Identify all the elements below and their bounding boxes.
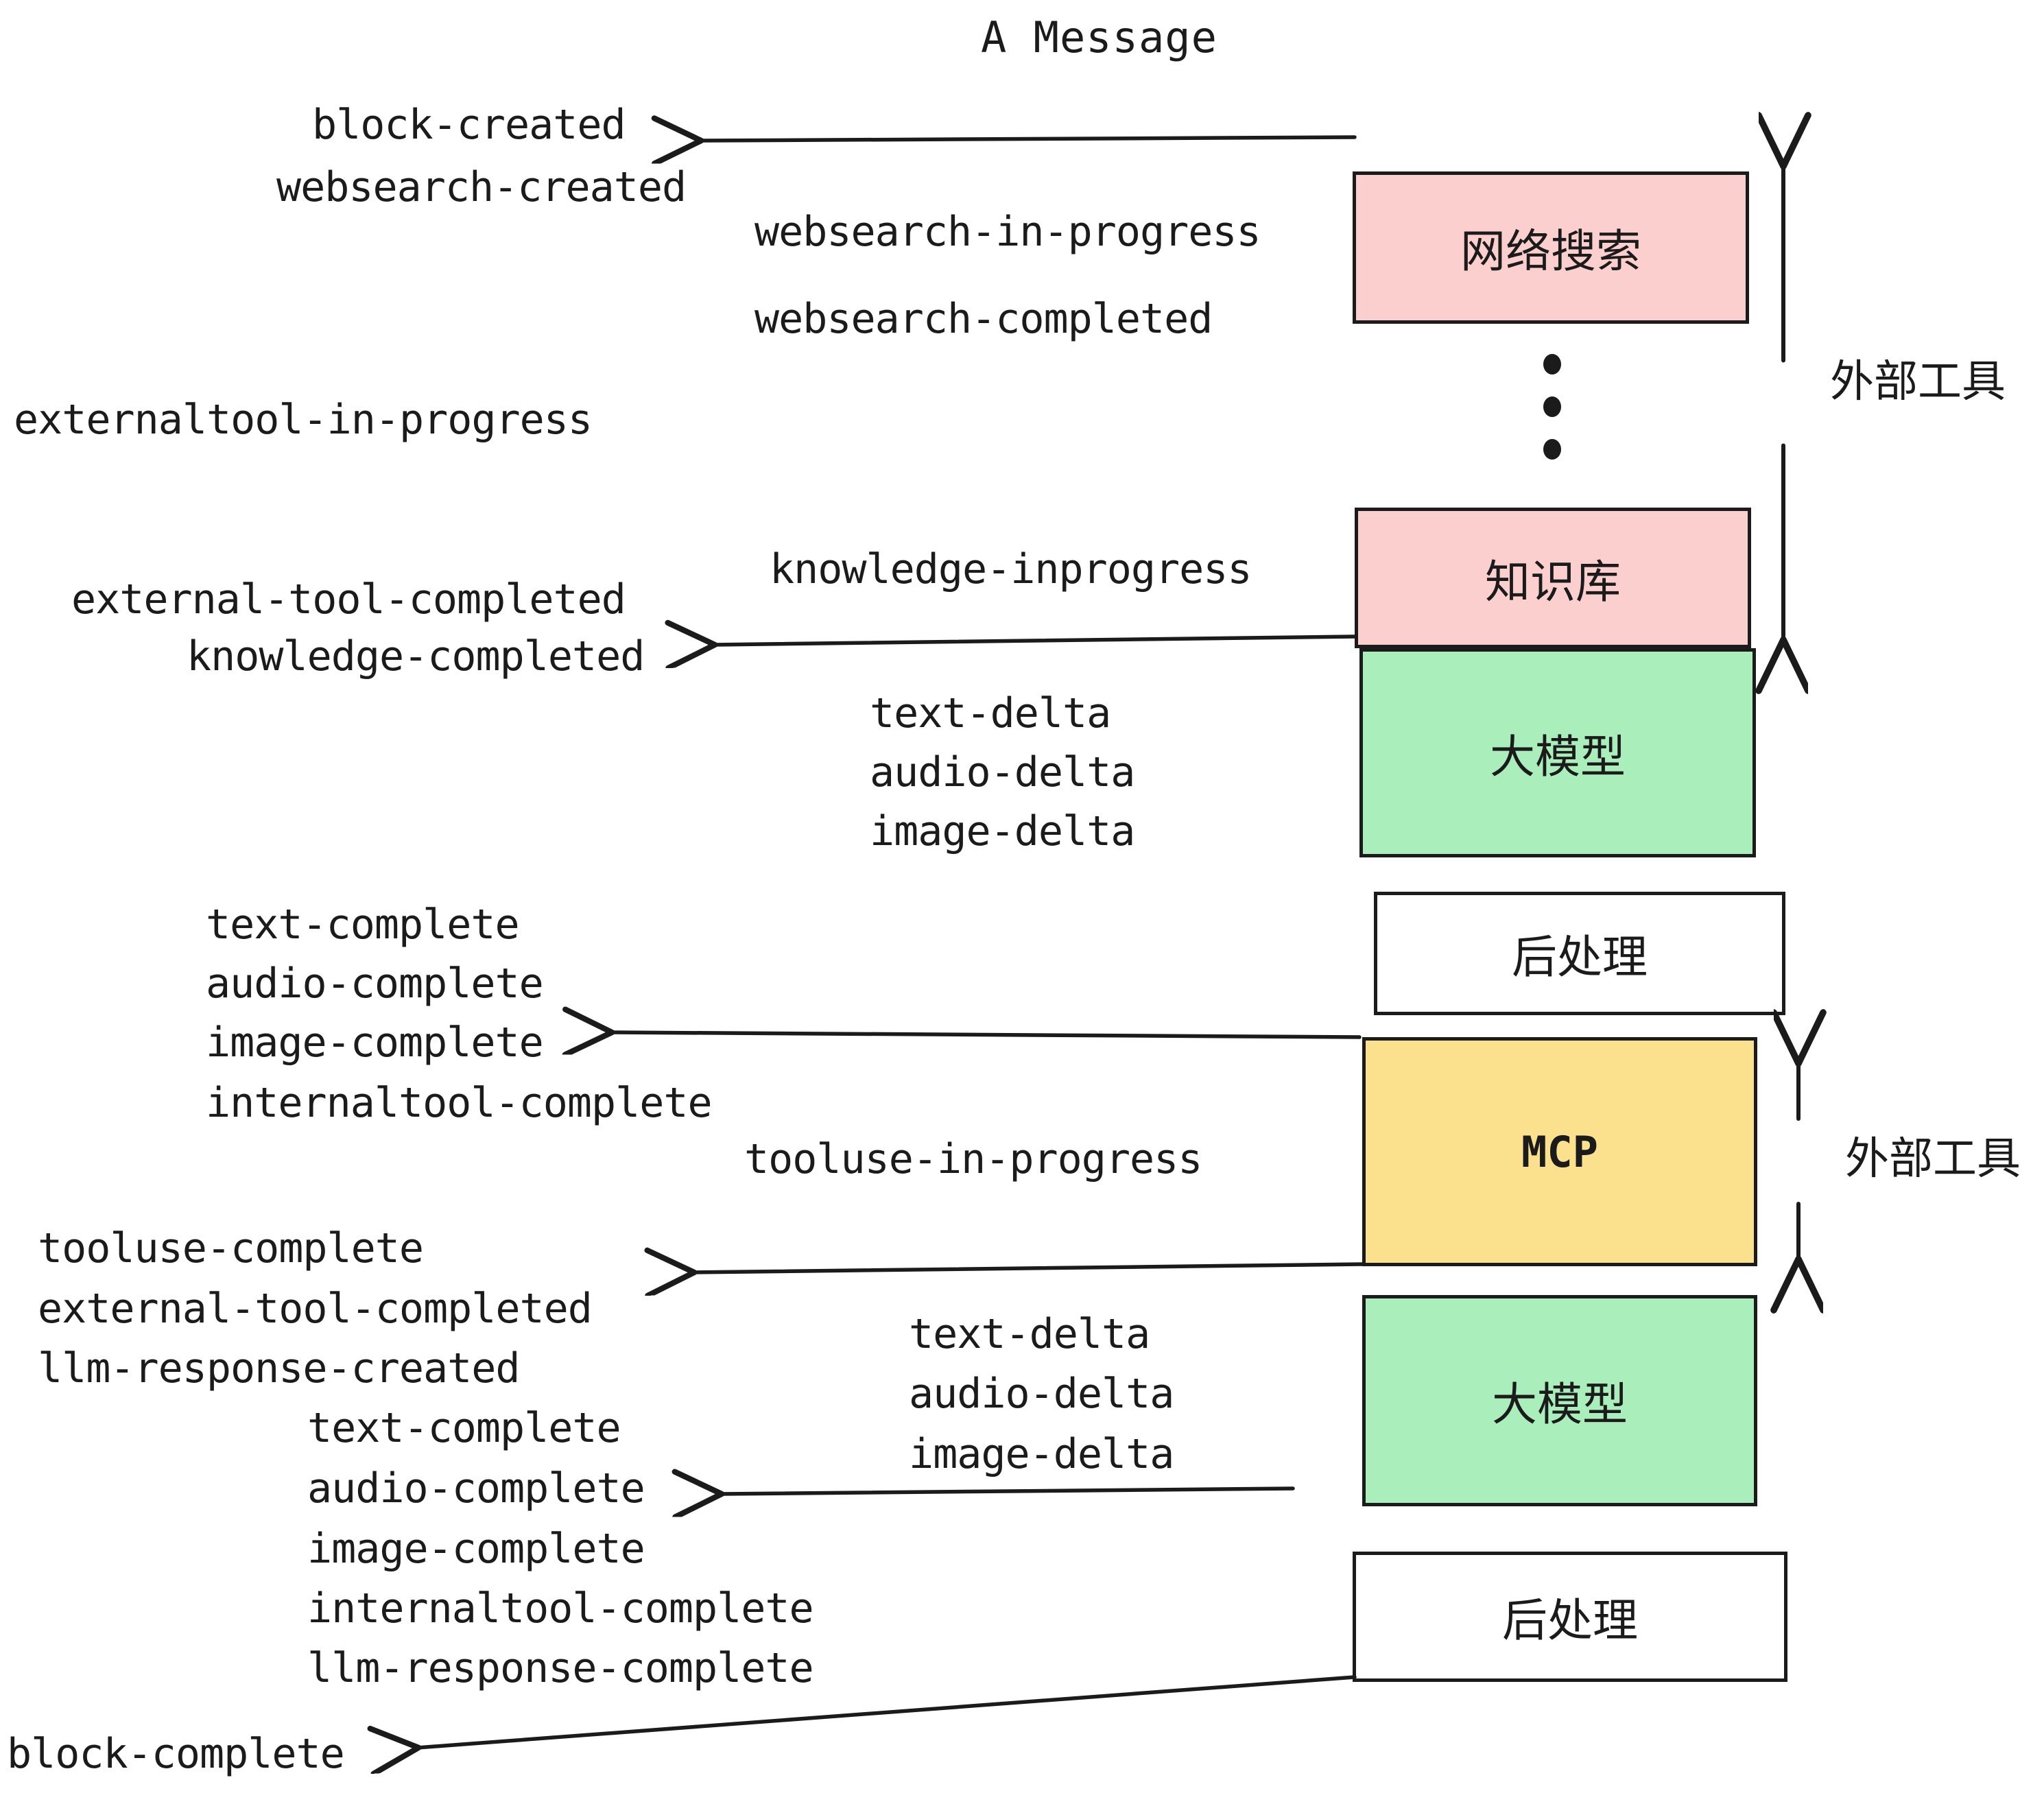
node-llm-first-label: 大模型	[1490, 730, 1626, 783]
event-label-external-tool-completed-1: external-tool-completed	[71, 575, 626, 624]
event-label-text-delta-2: text-delta	[909, 1310, 1150, 1358]
node-llm-second[interactable]: 大模型	[1362, 1295, 1757, 1506]
external-tools-label-top: 外部工具	[1830, 357, 2006, 407]
arrow-llm2-to-audio	[720, 1488, 1295, 1494]
node-postprocess-first-label: 后处理	[1512, 931, 1648, 984]
diagram-title: A Message	[981, 12, 1217, 62]
external-tools-label-bottom: 外部工具	[1845, 1134, 2021, 1185]
event-label-internaltool-complete-1: internaltool-complete	[206, 1079, 713, 1127]
event-label-websearch-in-progress: websearch-in-progress	[754, 208, 1261, 256]
event-label-knowledge-inprogress: knowledge-inprogress	[770, 545, 1252, 593]
event-label-tooluse-complete: tooluse-complete	[38, 1224, 424, 1272]
event-label-block-complete: block-complete	[7, 1730, 345, 1778]
ellipsis-dot	[1543, 396, 1561, 417]
event-label-audio-complete-2: audio-complete	[307, 1464, 645, 1512]
event-label-image-delta-2: image-delta	[909, 1430, 1174, 1478]
node-knowledge-base[interactable]: 知识库	[1355, 508, 1751, 648]
arrow-mcp-to-tooluse	[693, 1264, 1364, 1272]
event-label-audio-delta-1: audio-delta	[870, 748, 1135, 796]
event-label-text-complete-2: text-complete	[307, 1404, 621, 1452]
node-postprocess-second[interactable]: 后处理	[1353, 1552, 1787, 1682]
event-label-block-created: block-created	[312, 101, 626, 149]
node-postprocess-second-label: 后处理	[1502, 1594, 1638, 1647]
event-label-audio-complete-1: audio-complete	[206, 960, 544, 1008]
node-websearch[interactable]: 网络搜索	[1353, 171, 1749, 324]
ellipsis-dot	[1543, 439, 1561, 460]
event-label-image-complete-2: image-complete	[307, 1525, 645, 1573]
event-label-audio-delta-2: audio-delta	[909, 1370, 1174, 1418]
ellipsis-dot	[1543, 354, 1561, 375]
event-label-llm-response-complete: llm-response-complete	[307, 1644, 814, 1692]
event-label-external-tool-completed-2: external-tool-completed	[38, 1285, 593, 1333]
arrow-llm1-to-image	[610, 1032, 1362, 1037]
event-label-llm-response-created: llm-response-created	[38, 1344, 520, 1392]
event-label-websearch-completed: websearch-completed	[754, 295, 1213, 343]
event-label-knowledge-completed: knowledge-completed	[187, 632, 645, 680]
node-knowledge-base-label: 知识库	[1485, 555, 1621, 608]
event-label-image-delta-1: image-delta	[870, 807, 1135, 855]
node-llm-second-label: 大模型	[1492, 1378, 1628, 1431]
event-label-text-complete-1: text-complete	[206, 901, 520, 949]
event-label-image-complete-1: image-complete	[206, 1019, 544, 1067]
node-postprocess-first[interactable]: 后处理	[1374, 892, 1785, 1015]
arrow-knowledge-to-left	[713, 637, 1357, 645]
arrow-websearch-to-block	[700, 137, 1357, 141]
event-label-internaltool-complete-2: internaltool-complete	[307, 1585, 814, 1633]
event-label-websearch-created: websearch-created	[276, 163, 687, 211]
node-websearch-label: 网络搜索	[1460, 225, 1641, 278]
node-llm-first[interactable]: 大模型	[1359, 648, 1756, 857]
node-mcp[interactable]: MCP	[1362, 1037, 1757, 1266]
node-mcp-label: MCP	[1521, 1126, 1598, 1177]
event-label-externaltool-in-progress: externaltool-in-progress	[14, 396, 593, 444]
event-label-tooluse-in-progress: tooluse-in-progress	[744, 1135, 1202, 1183]
event-label-text-delta-1: text-delta	[870, 689, 1111, 737]
